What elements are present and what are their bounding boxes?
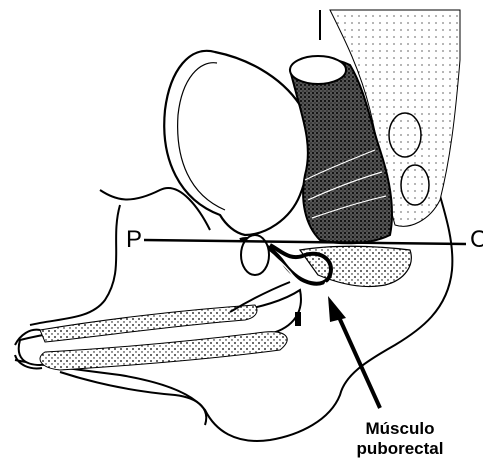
pointer-arrow-head xyxy=(328,296,346,322)
caption-line-2: puborectal xyxy=(330,439,470,459)
muscle-caption: Músculo puborectal xyxy=(330,419,470,459)
label-p: P xyxy=(126,226,142,254)
pointer-arrow-shaft xyxy=(338,315,380,408)
p-c-line xyxy=(144,240,466,244)
caption-line-1: Músculo xyxy=(330,419,470,439)
label-c: C xyxy=(470,226,483,254)
bladder xyxy=(164,51,309,235)
